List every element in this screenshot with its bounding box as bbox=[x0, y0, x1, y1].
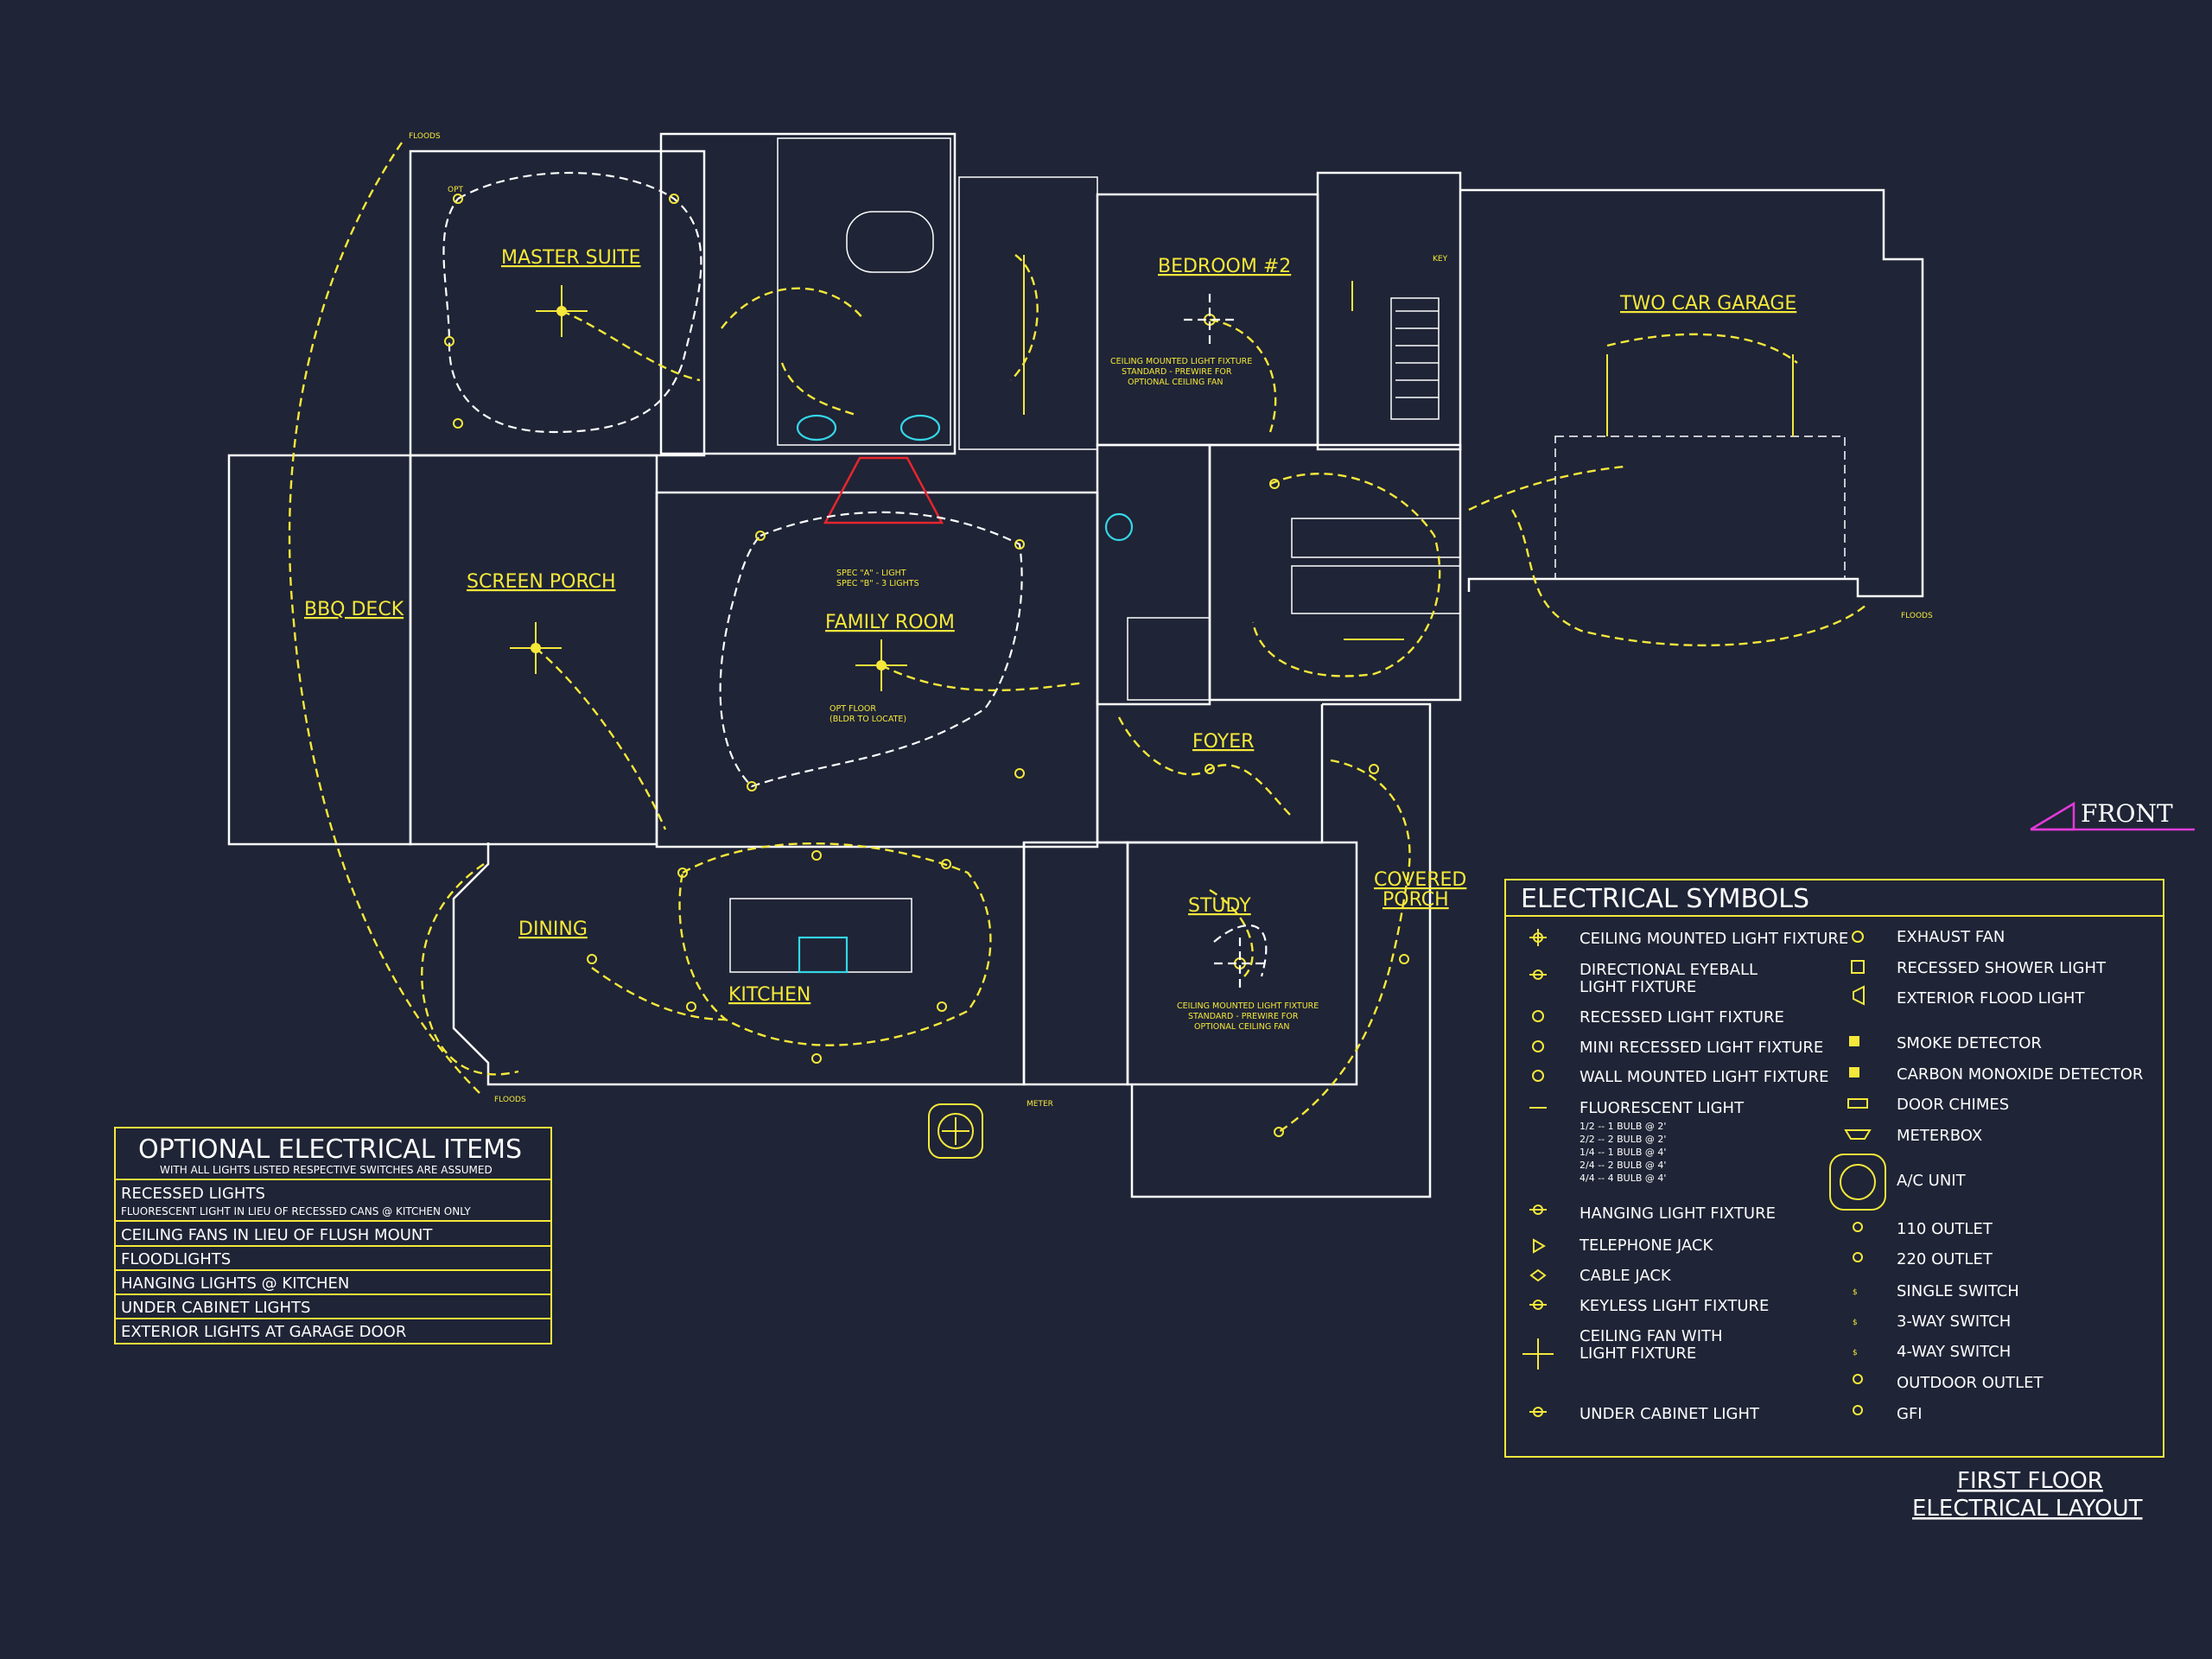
sheet-title-line2: ELECTRICAL LAYOUT bbox=[1912, 1496, 2143, 1522]
room-screen-porch: SCREEN PORCH bbox=[467, 571, 616, 593]
legend-directional-eyeball-1: DIRECTIONAL EYEBALL bbox=[1580, 961, 1758, 979]
ceiling-fan-icon bbox=[1184, 294, 1236, 346]
legend-telephone-jack: TELEPHONE JACK bbox=[1579, 1236, 1713, 1255]
optional-title: OPTIONAL ELECTRICAL ITEMS bbox=[138, 1135, 522, 1165]
ceiling-fan-icon bbox=[510, 622, 562, 674]
legend-single-switch: SINGLE SWITCH bbox=[1897, 1282, 2019, 1300]
ceiling-fans bbox=[510, 285, 1266, 989]
note-bed-fan-3: OPTIONAL CEILING FAN bbox=[1128, 378, 1223, 387]
legend-door-chimes: DOOR CHIMES bbox=[1897, 1096, 2009, 1114]
note-spec-1: SPEC "A" - LIGHT bbox=[836, 569, 906, 578]
legend-recessed-shower: RECESSED SHOWER LIGHT bbox=[1897, 959, 2107, 977]
note-bed-fan-1: CEILING MOUNTED LIGHT FIXTURE bbox=[1110, 357, 1252, 366]
recessed-lights bbox=[444, 194, 1409, 1137]
legend-meterbox: METERBOX bbox=[1897, 1127, 1982, 1145]
legend-under-cabinet: UNDER CABINET LIGHT bbox=[1580, 1405, 1760, 1423]
legend-fluorescent-sub-3: 1/4 -- 1 BULB @ 4' bbox=[1580, 1147, 1666, 1158]
legend-outdoor-outlet: OUTDOOR OUTLET bbox=[1897, 1374, 2044, 1392]
room-family-room: FAMILY ROOM bbox=[825, 612, 955, 633]
optional-item-ceiling-fans: CEILING FANS IN LIEU OF FLUSH MOUNT bbox=[121, 1226, 433, 1244]
room-bbq-deck: BBQ DECK bbox=[304, 599, 404, 620]
legend-fluorescent: FLUORESCENT LIGHT bbox=[1580, 1099, 1745, 1117]
optional-item-floodlights: FLOODLIGHTS bbox=[121, 1250, 231, 1268]
sheet-title-line1: FIRST FLOOR bbox=[1957, 1468, 2103, 1494]
legend-exterior-flood: EXTERIOR FLOOD LIGHT bbox=[1897, 989, 2085, 1007]
note-opt: OPT bbox=[448, 186, 464, 194]
room-two-car-garage: TWO CAR GARAGE bbox=[1619, 293, 1796, 315]
room-foyer: FOYER bbox=[1192, 731, 1254, 753]
wiring-runs bbox=[288, 142, 1867, 1133]
legend-110-outlet: 110 OUTLET bbox=[1897, 1220, 1993, 1238]
note-study-fan-2: STANDARD - PREWIRE FOR bbox=[1188, 1012, 1299, 1021]
legend-ceiling-fan-1: CEILING FAN WITH bbox=[1580, 1327, 1723, 1345]
room-dining: DINING bbox=[518, 918, 588, 940]
legend-recessed-light: RECESSED LIGHT FIXTURE bbox=[1580, 1008, 1784, 1027]
room-bedroom-2: BEDROOM #2 bbox=[1158, 256, 1291, 277]
plan-notes: CEILING MOUNTED LIGHT FIXTURE STANDARD -… bbox=[409, 132, 1933, 1109]
legend-fluorescent-sub-5: 4/4 -- 4 BULB @ 4' bbox=[1580, 1173, 1666, 1184]
legend-ac-unit: A/C UNIT bbox=[1897, 1172, 1967, 1190]
legend-hanging-light: HANGING LIGHT FIXTURE bbox=[1580, 1205, 1776, 1223]
legend-mini-recessed: MINI RECESSED LIGHT FIXTURE bbox=[1580, 1039, 1823, 1057]
electrical-symbols-legend: ELECTRICAL SYMBOLS CEILING MOUNTED LIGHT… bbox=[1504, 879, 2164, 1458]
legend-directional-eyeball-2: LIGHT FIXTURE bbox=[1580, 978, 1696, 996]
optional-item-under-cabinet: UNDER CABINET LIGHTS bbox=[121, 1299, 310, 1317]
legend-gfi: GFI bbox=[1897, 1405, 1923, 1423]
note-study-fan-1: CEILING MOUNTED LIGHT FIXTURE bbox=[1177, 1001, 1319, 1011]
front-label: FRONT bbox=[2081, 799, 2173, 828]
room-study: STUDY bbox=[1188, 895, 1251, 917]
room-labels: MASTER SUITE BEDROOM #2 TWO CAR GARAGE B… bbox=[304, 247, 1796, 1006]
ceiling-fan-icon bbox=[855, 639, 907, 691]
note-opt-floor-1: OPT FLOOR bbox=[830, 704, 876, 714]
svg-text:$: $ bbox=[1853, 1319, 1858, 1327]
note-spec-2: SPEC "B" - 3 LIGHTS bbox=[836, 579, 919, 588]
ceiling-fan-icon bbox=[536, 285, 588, 337]
note-study-fan-3: OPTIONAL CEILING FAN bbox=[1194, 1022, 1289, 1032]
legend-fluorescent-sub-2: 2/2 -- 2 BULB @ 2' bbox=[1580, 1134, 1666, 1145]
note-floods-2: FLOODS bbox=[494, 1096, 526, 1104]
note-bed-fan-2: STANDARD - PREWIRE FOR bbox=[1122, 367, 1232, 377]
legend-wall-mounted: WALL MOUNTED LIGHT FIXTURE bbox=[1580, 1068, 1828, 1086]
svg-text:$: $ bbox=[1853, 1288, 1858, 1297]
legend-ceiling-mounted-light: CEILING MOUNTED LIGHT FIXTURE bbox=[1580, 930, 1848, 948]
optional-item-exterior-garage: EXTERIOR LIGHTS AT GARAGE DOOR bbox=[121, 1323, 406, 1341]
legend-exhaust-fan: EXHAUST FAN bbox=[1897, 928, 2005, 946]
optional-subtitle: WITH ALL LIGHTS LISTED RESPECTIVE SWITCH… bbox=[160, 1164, 493, 1176]
ac-unit bbox=[928, 1103, 983, 1159]
legend-fluorescent-sub-1: 1/2 -- 1 BULB @ 2' bbox=[1580, 1121, 1666, 1132]
legend-220-outlet: 220 OUTLET bbox=[1897, 1250, 1993, 1268]
ceiling-fan-icon bbox=[1214, 938, 1266, 989]
note-floods-3: FLOODS bbox=[1901, 612, 1933, 620]
note-meter: METER bbox=[1027, 1100, 1053, 1109]
optional-item-hanging-lights: HANGING LIGHTS @ KITCHEN bbox=[121, 1274, 349, 1293]
legend-4-way-switch: 4-WAY SWITCH bbox=[1897, 1343, 2011, 1361]
legend-ceiling-fan-2: LIGHT FIXTURE bbox=[1580, 1344, 1696, 1363]
legend-title: ELECTRICAL SYMBOLS bbox=[1521, 884, 1809, 914]
legend-co-detector: CARBON MONOXIDE DETECTOR bbox=[1897, 1065, 2143, 1084]
front-marker: FRONT bbox=[2030, 799, 2195, 831]
note-opt-floor-2: (BLDR TO LOCATE) bbox=[830, 715, 906, 724]
sheet-title: FIRST FLOOR ELECTRICAL LAYOUT bbox=[1912, 1468, 2143, 1522]
house-walls bbox=[227, 132, 1924, 1198]
optional-item-recessed: RECESSED LIGHTS bbox=[121, 1185, 265, 1203]
note-key: KEY bbox=[1433, 255, 1448, 264]
room-master-suite: MASTER SUITE bbox=[501, 247, 641, 269]
note-floods-1: FLOODS bbox=[409, 132, 441, 141]
legend-3-way-switch: 3-WAY SWITCH bbox=[1897, 1313, 2011, 1331]
legend-fluorescent-sub-4: 2/4 -- 2 BULB @ 4' bbox=[1580, 1160, 1666, 1171]
svg-text:$: $ bbox=[1853, 1349, 1858, 1357]
optional-item-fluorescent: FLUORESCENT LIGHT IN LIEU OF RECESSED CA… bbox=[121, 1205, 471, 1217]
legend-keyless-light: KEYLESS LIGHT FIXTURE bbox=[1580, 1297, 1769, 1315]
optional-electrical-items: OPTIONAL ELECTRICAL ITEMS WITH ALL LIGHT… bbox=[114, 1127, 552, 1344]
room-covered-porch-line2: PORCH bbox=[1382, 889, 1449, 911]
room-kitchen: KITCHEN bbox=[728, 984, 810, 1006]
room-covered-porch-line1: COVERED bbox=[1374, 869, 1466, 891]
legend-smoke-detector: SMOKE DETECTOR bbox=[1897, 1034, 2042, 1052]
legend-cable-jack: CABLE JACK bbox=[1580, 1267, 1672, 1285]
fluorescent-lights bbox=[1023, 255, 1794, 640]
